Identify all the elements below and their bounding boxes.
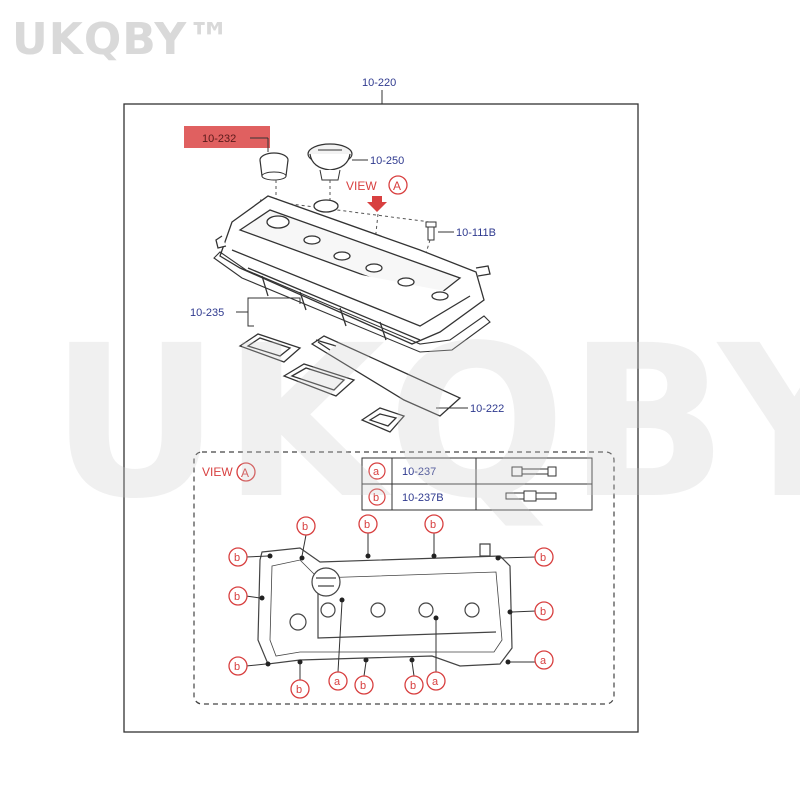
svg-text:b: b bbox=[430, 519, 436, 531]
bolt-10-111b bbox=[425, 221, 437, 241]
svg-text:b: b bbox=[540, 606, 546, 618]
legend-key-b: b bbox=[373, 492, 379, 504]
callout-a-2: a bbox=[328, 671, 348, 691]
view-a-arrow bbox=[367, 196, 387, 212]
svg-text:b: b bbox=[540, 552, 546, 564]
view-a-frame bbox=[193, 451, 615, 705]
valve-cover bbox=[215, 195, 491, 345]
callout-b-9: b bbox=[290, 679, 310, 699]
assembly-label: 10-220 bbox=[362, 77, 396, 89]
part-232-label: 10-232 bbox=[202, 133, 236, 145]
callout-b-5: b bbox=[534, 547, 554, 567]
callout-b-4: b bbox=[228, 547, 248, 567]
callout-b-10: b bbox=[354, 675, 374, 695]
callout-a-3: a bbox=[426, 671, 446, 691]
svg-text:b: b bbox=[234, 552, 240, 564]
svg-text:b: b bbox=[364, 519, 370, 531]
legend-part-b: 10-237B bbox=[402, 492, 444, 504]
callout-b-8: b bbox=[228, 656, 248, 676]
svg-text:a: a bbox=[540, 655, 547, 667]
plug-10-232 bbox=[259, 152, 289, 181]
svg-text:b: b bbox=[410, 680, 416, 692]
svg-text:b: b bbox=[296, 684, 302, 696]
view-a-word: VIEW bbox=[346, 179, 377, 193]
outer-frame bbox=[123, 103, 639, 733]
svg-text:b: b bbox=[302, 521, 308, 533]
legend-key-a: a bbox=[373, 466, 380, 478]
svg-text:b: b bbox=[234, 591, 240, 603]
cover-top-view bbox=[257, 543, 513, 667]
stud-bolt-icon-b bbox=[505, 490, 557, 502]
bolt-location-dots bbox=[259, 553, 513, 667]
callout-b-3: b bbox=[424, 514, 444, 534]
svg-text:a: a bbox=[334, 676, 341, 688]
part-232-highlight bbox=[184, 126, 270, 148]
stud-bolt-icon-a bbox=[511, 466, 557, 477]
svg-text:b: b bbox=[360, 680, 366, 692]
callout-b-6: b bbox=[228, 586, 248, 606]
svg-text:a: a bbox=[432, 676, 439, 688]
part-250-label: 10-250 bbox=[370, 155, 404, 167]
cover-gasket-outline bbox=[213, 251, 491, 353]
view-a-letter: A bbox=[393, 179, 401, 193]
detail-view-word: VIEW bbox=[202, 465, 233, 479]
svg-text:b: b bbox=[234, 661, 240, 673]
bolt-legend-table bbox=[361, 457, 593, 511]
callout-b-2: b bbox=[358, 514, 378, 534]
spark-plug-tube-gaskets bbox=[238, 333, 462, 433]
callout-a-1: a bbox=[534, 650, 554, 670]
part-235-label: 10-235 bbox=[190, 307, 224, 319]
oil-cap-10-250 bbox=[307, 143, 353, 181]
callout-b-7: b bbox=[534, 601, 554, 621]
detail-view-letter: A bbox=[241, 466, 249, 480]
watermark-corner: UKQBY™ bbox=[12, 14, 233, 65]
callout-b-1: b bbox=[296, 516, 316, 536]
callout-b-11: b bbox=[404, 675, 424, 695]
part-222-label: 10-222 bbox=[470, 403, 504, 415]
part-111b-label: 10-111B bbox=[456, 227, 496, 239]
legend-part-a: 10-237 bbox=[402, 466, 436, 478]
